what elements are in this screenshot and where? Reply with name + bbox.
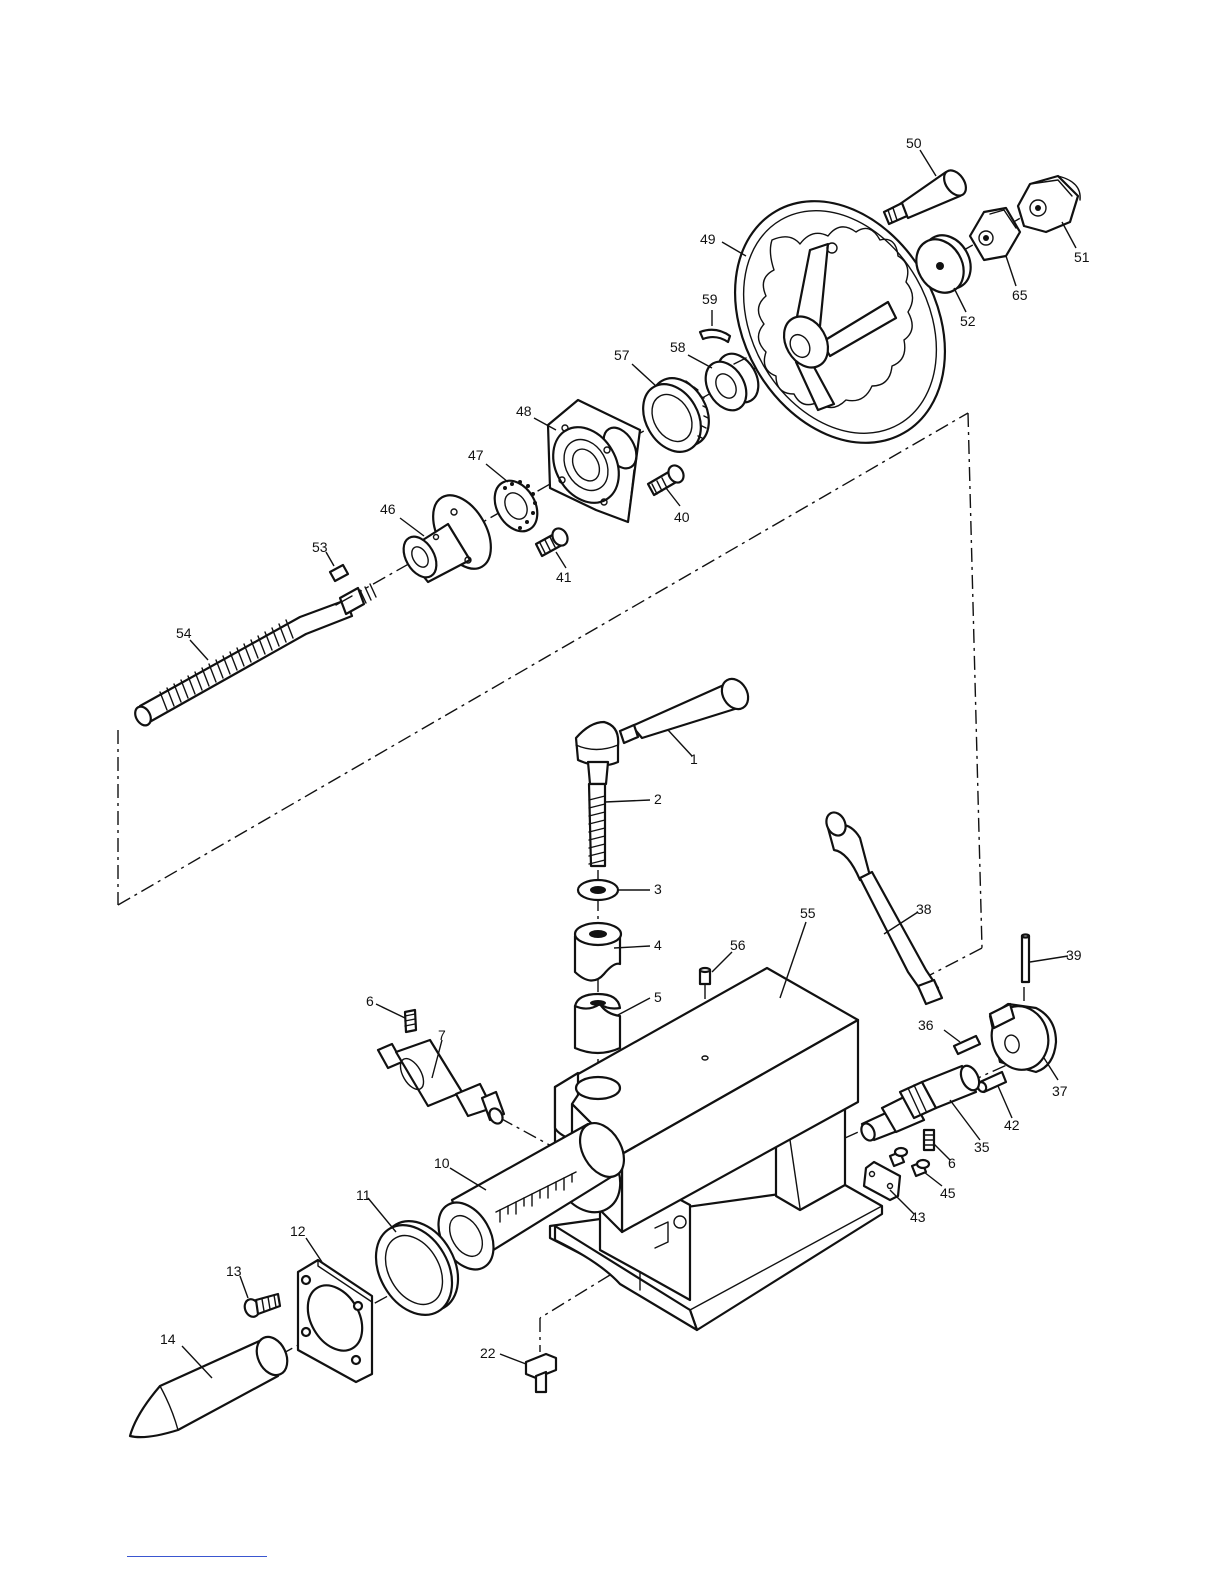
part-56-pin [700, 968, 710, 984]
label-part-39: 39 [1066, 947, 1082, 963]
label-part-56: 56 [730, 937, 746, 953]
label-part-14: 14 [160, 1331, 176, 1347]
part-42-pin [976, 1072, 1006, 1093]
part-37-eccentric [985, 1000, 1056, 1076]
label-part-35: 35 [974, 1139, 990, 1155]
label-part-45: 45 [940, 1185, 956, 1201]
part-53-key [330, 565, 348, 581]
label-part-36: 36 [918, 1017, 934, 1033]
label-part-5: 5 [654, 989, 662, 1005]
label-part-59: 59 [702, 291, 718, 307]
label-part-43: 43 [910, 1209, 926, 1225]
label-part-55: 55 [800, 905, 816, 921]
part-47-bearing [486, 473, 546, 539]
label-part-3: 3 [654, 881, 662, 897]
part-4-clamp-upper [575, 923, 621, 981]
label-part-51: 51 [1074, 249, 1090, 265]
part-6-set-screw-upper [405, 1010, 416, 1032]
label-part-12: 12 [290, 1223, 306, 1239]
part-35-eccentric-shaft [859, 1063, 983, 1143]
label-part-54: 54 [176, 625, 192, 641]
part-50-handle [884, 166, 970, 224]
part-6-set-screw-lower [924, 1130, 934, 1150]
label-part-13: 13 [226, 1263, 242, 1279]
label-part-53: 53 [312, 539, 328, 555]
part-36-pin [954, 1036, 980, 1054]
label-part-22: 22 [480, 1345, 496, 1361]
label-part-40: 40 [674, 509, 690, 525]
part-65-nut [970, 208, 1020, 260]
label-part-65: 65 [1012, 287, 1028, 303]
part-45-screws [890, 1148, 929, 1176]
part-41-screw [536, 526, 571, 556]
label-part-48: 48 [516, 403, 532, 419]
part-48-bearing-flange [540, 400, 643, 522]
footer-rule [127, 1556, 267, 1557]
part-14-center [130, 1332, 293, 1437]
label-part-38: 38 [916, 901, 932, 917]
part-2-clamp-bolt [576, 722, 618, 866]
part-59-key [700, 330, 730, 342]
label-part-57: 57 [614, 347, 630, 363]
label-part-42: 42 [1004, 1117, 1020, 1133]
part-5-clamp-lower [575, 994, 620, 1053]
label-part-49: 49 [700, 231, 716, 247]
label-part-46: 46 [380, 501, 396, 517]
label-part-6-lower: 6 [948, 1155, 956, 1171]
label-part-41: 41 [556, 569, 572, 585]
label-part-4: 4 [654, 937, 662, 953]
label-part-7: 7 [438, 1027, 446, 1043]
label-part-50: 50 [906, 135, 922, 151]
label-part-6-upper: 6 [366, 993, 374, 1009]
label-part-47: 47 [468, 447, 484, 463]
label-part-1: 1 [690, 751, 698, 767]
label-part-52: 52 [960, 313, 976, 329]
label-part-58: 58 [670, 339, 686, 355]
part-51-cap-nut [1018, 176, 1080, 232]
part-7-lock-shaft [378, 1040, 505, 1126]
part-49-handwheel [693, 163, 987, 481]
part-22-t-bolt [526, 1354, 556, 1392]
part-1-lever-handle [620, 674, 753, 743]
label-part-10: 10 [434, 1155, 450, 1171]
part-54-leadscrew [132, 584, 376, 728]
part-46-bushing [397, 485, 503, 583]
label-part-2: 2 [654, 791, 662, 807]
part-39-pin [1022, 935, 1029, 983]
part-3-washer [578, 880, 618, 900]
label-part-37: 37 [1052, 1083, 1068, 1099]
part-12-flange-plate [297, 1260, 374, 1382]
label-part-11: 11 [356, 1187, 371, 1203]
